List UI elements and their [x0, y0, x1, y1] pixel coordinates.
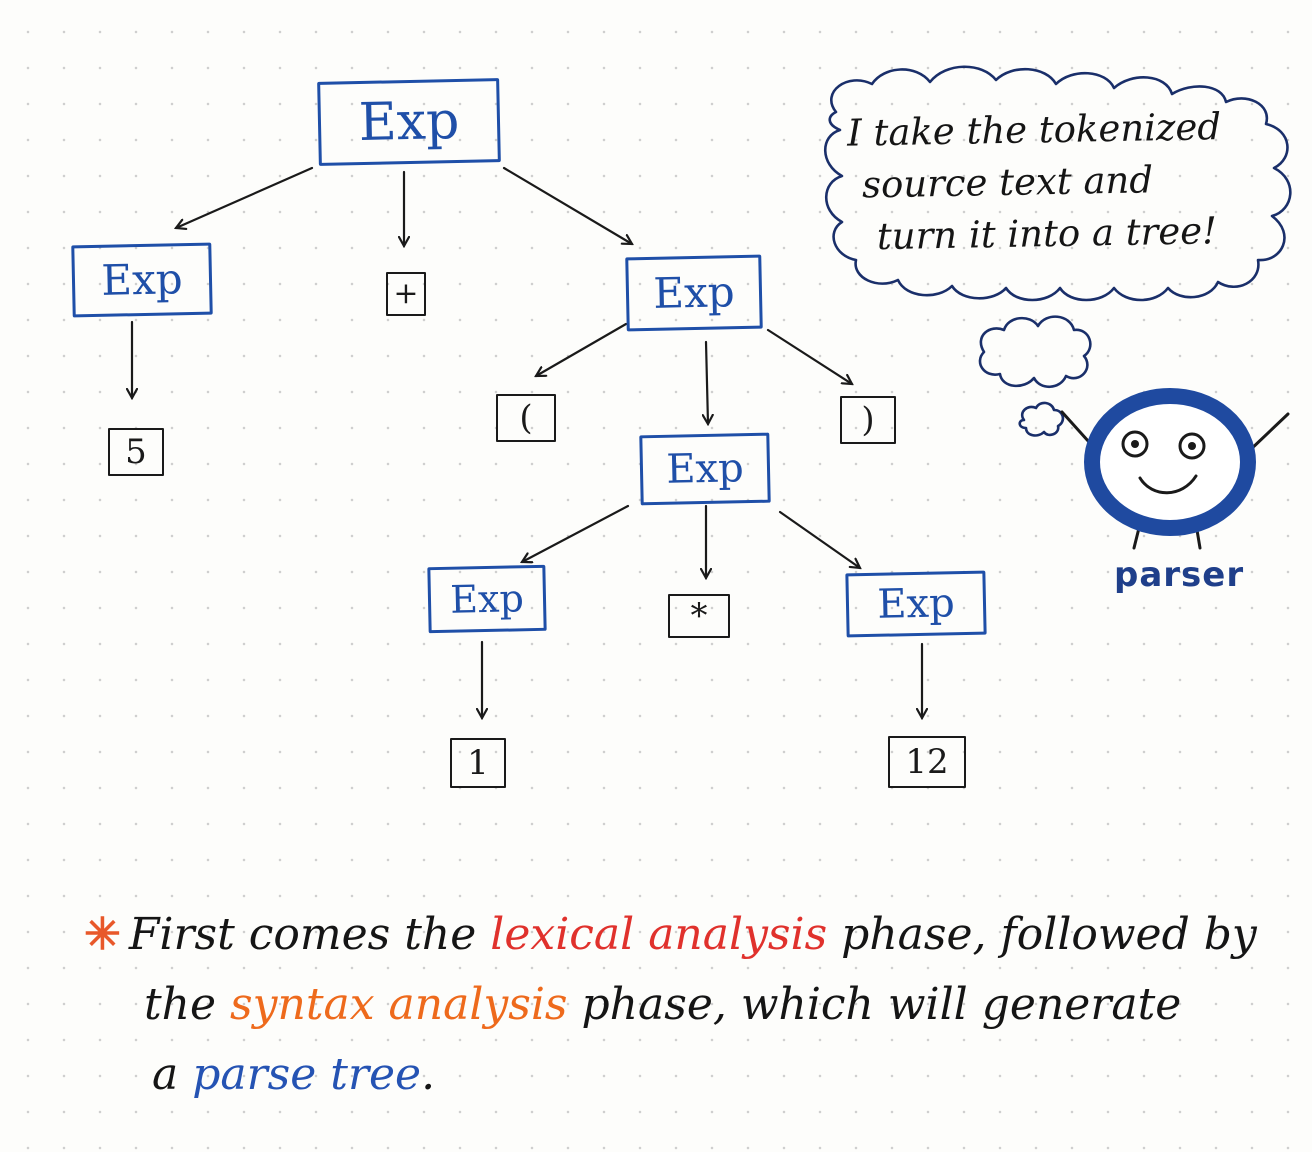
note-text-4: phase, which will generate [567, 979, 1182, 1030]
edge-root-right [502, 166, 632, 244]
note-text-1: First comes the [128, 909, 491, 960]
token-star: * [668, 594, 730, 638]
token-plus: + [386, 272, 426, 316]
edge-exp2-close [766, 328, 852, 384]
note-line-2: the syntax analysis phase, which will ge… [144, 970, 1264, 1040]
edge-exp2-open [536, 322, 628, 376]
speech-line-3: turn it into a tree! [876, 209, 1218, 259]
parser-label: parser [1114, 555, 1245, 595]
parse-tree-highlight: parse tree [192, 1049, 422, 1100]
speech-cloud-outline [824, 65, 1292, 302]
token-five: 5 [108, 428, 164, 476]
edge-exp3-leftexp [522, 504, 630, 562]
parser-character-graphic [1060, 388, 1290, 550]
speech-line-1: I take the tokenized [846, 105, 1222, 155]
note-line-1: ✳First comes the lexical analysis phase,… [84, 900, 1264, 970]
lexical-analysis-highlight: lexical analysis [490, 909, 828, 960]
note-text-2: phase, followed by [827, 909, 1257, 960]
edge-exp3-rightexp [778, 510, 860, 568]
thought-cloud-small [1018, 401, 1065, 437]
token-one: 1 [450, 738, 506, 788]
edge-root-left [176, 166, 314, 228]
syntax-analysis-highlight: syntax analysis [230, 979, 568, 1030]
speech-line-2: source text and [861, 158, 1154, 207]
token-open-paren: ( [496, 394, 556, 442]
asterisk-bullet-icon: ✳ [84, 909, 121, 960]
thought-cloud-medium [978, 315, 1092, 389]
note-text-3: the [144, 979, 231, 1030]
note-text-6: . [421, 1049, 436, 1100]
note-text-5: a [152, 1049, 193, 1100]
note-line-3: a parse tree. [152, 1040, 1264, 1110]
edge-exp2-exp3 [706, 340, 708, 424]
token-twelve: 12 [888, 736, 966, 788]
explanation-note: ✳First comes the lexical analysis phase,… [84, 900, 1264, 1110]
speech-bubble-text: I take the tokenized source text and tur… [847, 100, 1270, 263]
token-close-paren: ) [840, 396, 896, 444]
